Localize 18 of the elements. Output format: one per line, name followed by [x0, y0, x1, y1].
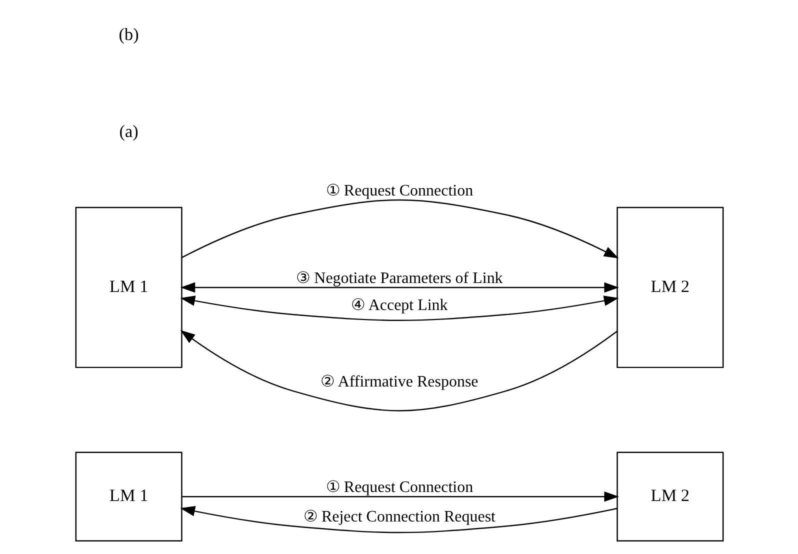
arrow — [180, 330, 617, 412]
edge-label: ① Request Connection — [325, 479, 473, 496]
edge-label: ④ Accept Link — [350, 297, 448, 314]
arrow — [180, 282, 618, 293]
arrow — [181, 199, 618, 258]
node-box: LM 2 — [616, 206, 724, 368]
node-box: LM 1 — [74, 206, 182, 368]
arrow — [180, 506, 617, 534]
edge-label: ③ Negotiate Parameters of Link — [296, 270, 502, 288]
edge-label: ① Request Connection — [325, 182, 473, 200]
label: (a) — [118, 122, 138, 141]
arrow — [180, 296, 618, 321]
node-box: LM 1 — [74, 452, 182, 542]
arrow — [182, 491, 618, 502]
node-box: LM 2 — [616, 452, 724, 542]
edge-label: ② Affirmative Response — [320, 373, 478, 390]
edge-label: ② Reject Connection Request — [302, 508, 496, 526]
label: (b) — [118, 24, 138, 44]
